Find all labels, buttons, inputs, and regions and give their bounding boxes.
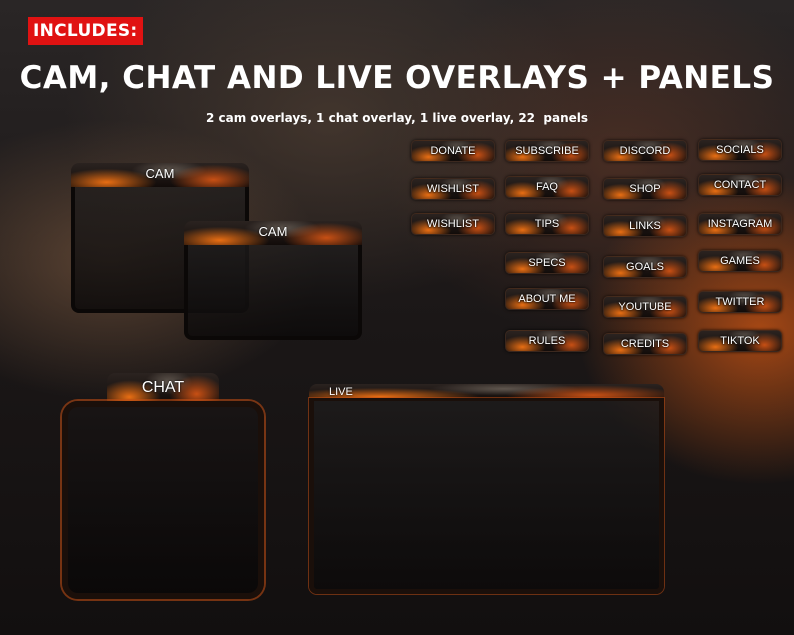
live-overlay-label: LIVE — [329, 386, 353, 398]
panel-youtube: YOUTUBE — [603, 296, 687, 318]
cam-overlay-2-frame — [184, 245, 362, 340]
panel-label: YOUTUBE — [618, 301, 672, 313]
panel-label: TIPS — [534, 218, 560, 230]
panel-tiktok: TIKTOK — [698, 330, 782, 352]
live-overlay: LIVE — [309, 384, 664, 596]
panel-credits: CREDITS — [603, 333, 687, 355]
panel-label: GOALS — [626, 261, 664, 273]
cam-overlay-1-label: CAM — [145, 166, 175, 181]
panel-label: TWITTER — [715, 296, 765, 308]
panel-label: GAMES — [720, 255, 760, 267]
cam-overlay-2: CAM — [184, 221, 362, 344]
panel-faq: FAQ — [505, 176, 589, 198]
panel-label: FAQ — [535, 181, 558, 193]
panel-label: WISHLIST — [427, 218, 479, 230]
panel-label: ABOUT ME — [518, 293, 576, 305]
panel-about-me: ABOUT ME — [505, 288, 589, 310]
panel-donate: DONATE — [411, 140, 495, 162]
panel-subscribe: SUBSCRIBE — [505, 140, 589, 162]
live-overlay-header: LIVE — [309, 384, 664, 400]
panel-tips: TIPS — [505, 213, 589, 235]
live-overlay-frame — [309, 398, 664, 594]
panel-label: INSTAGRAM — [707, 218, 773, 230]
panel-wishlist: WISHLIST — [411, 178, 495, 200]
panel-games: GAMES — [698, 250, 782, 272]
panel-specs: SPECS — [505, 252, 589, 274]
panel-label: RULES — [528, 335, 566, 347]
panel-socials: SOCIALS — [698, 139, 782, 161]
cam-overlay-1-header: CAM — [71, 163, 249, 187]
panel-label: DONATE — [430, 145, 476, 157]
panel-label: CREDITS — [620, 338, 670, 350]
panel-label: LINKS — [629, 220, 661, 232]
panel-shop: SHOP — [603, 178, 687, 200]
panel-twitter: TWITTER — [698, 291, 782, 313]
panel-rules: RULES — [505, 330, 589, 352]
cam-overlay-1: CAM — [71, 163, 249, 317]
panel-goals: GOALS — [603, 256, 687, 278]
panel-label: TIKTOK — [720, 335, 760, 347]
includes-badge: INCLUDES: — [28, 17, 143, 45]
chat-overlay: CHAT — [62, 373, 266, 603]
panel-label: SPECS — [528, 257, 566, 269]
panel-links: LINKS — [603, 215, 687, 237]
page-title: CAM, CHAT AND LIVE OVERLAYS + PANELS — [19, 60, 775, 96]
panel-label: SOCIALS — [716, 144, 764, 156]
page-subtitle: 2 cam overlays, 1 chat overlay, 1 live o… — [205, 111, 589, 125]
panel-label: SHOP — [629, 183, 661, 195]
panel-label: CONTACT — [713, 179, 767, 191]
chat-overlay-label: CHAT — [141, 379, 185, 396]
panel-label: WISHLIST — [427, 183, 479, 195]
chat-overlay-tab: CHAT — [107, 373, 219, 403]
chat-overlay-frame — [62, 401, 264, 599]
panel-label: SUBSCRIBE — [515, 145, 579, 157]
panel-wishlist-2: WISHLIST — [411, 213, 495, 235]
panel-label: DISCORD — [619, 145, 671, 157]
cam-overlay-2-label: CAM — [258, 224, 288, 239]
panel-contact: CONTACT — [698, 174, 782, 196]
panel-discord: DISCORD — [603, 140, 687, 162]
cam-overlay-2-header: CAM — [184, 221, 362, 245]
panel-instagram: INSTAGRAM — [698, 213, 782, 235]
